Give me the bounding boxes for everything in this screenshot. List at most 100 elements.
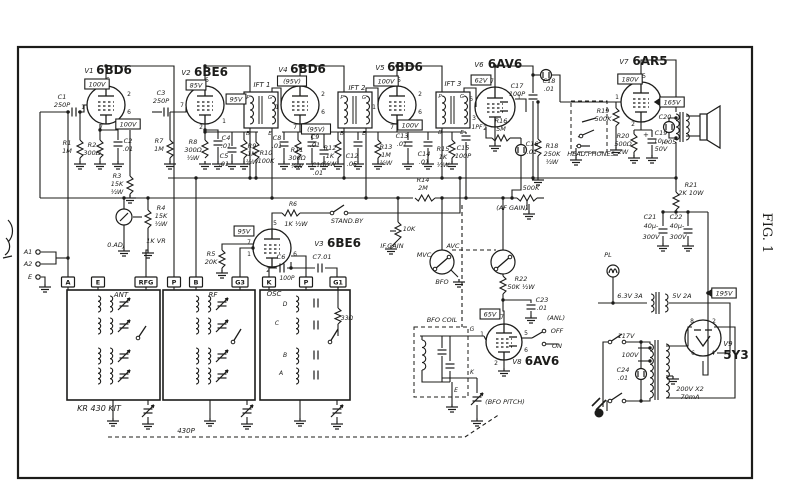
- label-e: E: [268, 131, 272, 137]
- tube-v7-pin-5: 5: [642, 73, 646, 80]
- wire-97: [271, 212, 282, 229]
- label-c12: C12.05: [346, 152, 359, 168]
- tube-v8-pin-2: 2: [494, 360, 498, 367]
- resistor-r20: [629, 133, 639, 153]
- coil-14: [195, 367, 200, 385]
- wire-133: [515, 98, 527, 112]
- label-6av6: 6AV6: [525, 354, 559, 368]
- antenna-terminal-2: [35, 274, 41, 280]
- label-c13: C13.01: [396, 132, 409, 148]
- label-c: C: [275, 320, 280, 327]
- junction-dot-1: [78, 110, 82, 114]
- resistor-r1: [75, 139, 85, 159]
- tube-v2-pin-2: 2: [199, 124, 203, 131]
- pencil-mark-1: [4, 237, 11, 256]
- junction-dot-21: [248, 176, 252, 180]
- wire-8: [100, 129, 119, 140]
- antenna-terminal-1: [35, 261, 41, 267]
- capacitor-c4: [213, 140, 223, 146]
- wire-110: [41, 251, 57, 265]
- label-430p: 430P: [177, 427, 195, 435]
- tube-v4-pin-1: 1: [275, 104, 279, 111]
- label-v6: V6: [474, 61, 484, 69]
- junction-dot-25: [531, 176, 535, 180]
- label-b: B: [283, 352, 287, 359]
- capacitor-c14: [423, 141, 433, 147]
- junction-dot-3: [104, 64, 108, 68]
- terminal-label-b-4: B: [194, 279, 199, 287]
- label-c4: C4.01: [221, 134, 231, 150]
- label-head-phones: HEAD.PHONES: [567, 150, 615, 158]
- coil-15: [207, 367, 212, 385]
- wire-100: [268, 267, 277, 277]
- wire-159: [624, 398, 651, 402]
- label-bfo: BFO: [435, 278, 448, 286]
- ant-band-switch: [135, 325, 147, 341]
- capacitor-osc-t1: [313, 298, 319, 308]
- ground-symbol-3: [112, 161, 124, 170]
- coil-10: [195, 317, 200, 335]
- resistor-pot-if-gain: [393, 221, 403, 241]
- label-c21: C21: [644, 213, 657, 221]
- terminal-k-6: K: [261, 276, 277, 288]
- ground-symbol-7: [212, 161, 224, 170]
- wire-65: [494, 65, 534, 93]
- ground-symbol-37: [471, 418, 483, 427]
- tube-v5-pin-5: 5: [397, 77, 401, 84]
- label-10k: 10K: [403, 225, 416, 233]
- ground-symbol-1: [74, 161, 86, 170]
- tube-v4-pin-2: 2: [321, 91, 325, 98]
- ground-symbol-6: [199, 161, 211, 170]
- tube-v1-pin-7: 7: [99, 124, 103, 131]
- junction-dot-6: [395, 64, 399, 68]
- capacitor-rf-t3: [215, 349, 229, 363]
- wire-18: [204, 65, 251, 92]
- coil-18: [295, 347, 300, 365]
- capacitor-c18: [539, 68, 553, 82]
- terminal-label-k-6: K: [266, 279, 272, 287]
- tube-v1-pin-6: 6: [127, 109, 131, 116]
- resistor-r5: [217, 249, 227, 269]
- label-6bd6: 6BD6: [290, 62, 326, 76]
- ground-symbol-11: [292, 161, 304, 170]
- junction-dot-11: [510, 196, 514, 200]
- tube-v8-pin-5: 5: [524, 330, 528, 337]
- coil-23: [649, 343, 654, 399]
- osc-box: [259, 289, 351, 401]
- junction-dot-5: [298, 64, 302, 68]
- capacitor-c13: [403, 141, 413, 147]
- terminal-b-4: B: [188, 276, 204, 288]
- resistor-r18: [533, 138, 543, 157]
- ground-symbol-4: [124, 195, 136, 204]
- voltage-callout-95v-9: 95V: [233, 225, 255, 237]
- capacitor-ant-t1: [117, 297, 131, 311]
- label-a: A: [278, 370, 283, 377]
- standby-switch: [329, 204, 349, 216]
- ground-symbol-35: [525, 315, 537, 324]
- terminal-label-e-1: E: [96, 279, 100, 287]
- capacitor-gang-ant: [141, 404, 155, 418]
- label-d: D: [283, 301, 288, 308]
- ground-symbol-14: [332, 161, 344, 170]
- tube-v5-pin-6: 6: [418, 109, 422, 116]
- wire-152: [702, 293, 709, 376]
- wire-90: [391, 239, 399, 247]
- label-kr-430-kit: KR 430 KIT: [77, 404, 122, 413]
- speaker: [699, 104, 721, 150]
- tube-v5-pin-7: 7: [390, 124, 394, 131]
- label-c24: C24.01: [617, 366, 630, 382]
- resistor-r22: [498, 275, 508, 295]
- label-g: G: [470, 326, 475, 333]
- avc-mvc-bfo-switch: [429, 249, 455, 275]
- capacitor-ant-t3: [117, 349, 131, 363]
- label-500k: 500K: [523, 184, 540, 192]
- label-6bd6: 6BD6: [387, 60, 423, 74]
- svg-text:+: +: [643, 131, 649, 139]
- voltage-label-85v-2: 85V: [190, 82, 203, 90]
